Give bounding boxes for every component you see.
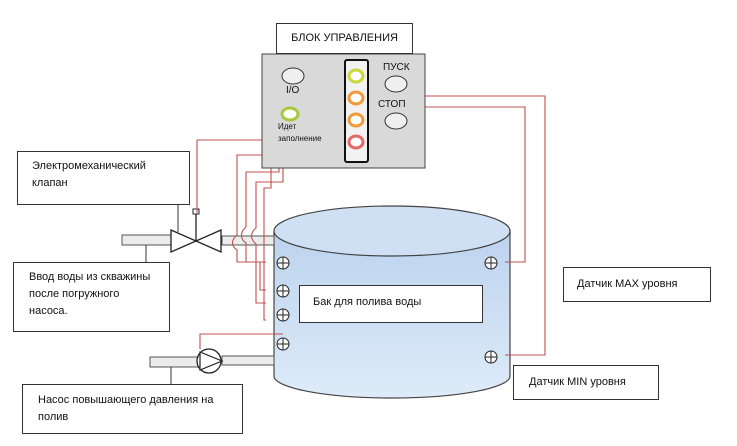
sensor-max-label: Датчик MAX уровня [563,267,711,302]
power-button [281,67,305,85]
indicator-lamp-3-icon [347,112,365,128]
booster-pump-icon [196,348,224,374]
valve-label: Электромеханический клапан [17,151,190,205]
sensor-3-icon [276,308,290,322]
control-wires [196,95,546,356]
sensor-1-icon [276,256,290,270]
sensor-4-icon [276,337,290,351]
water-input-label: Ввод воды из скважины после погружного н… [13,262,170,332]
tank-sensors [276,256,498,364]
electromechanical-valve-icon [170,208,222,253]
power-button-label: I/O [286,85,300,96]
filling-indicator-icon [280,106,300,122]
filling-label: Идет заполнение [278,122,322,143]
sensor-max-icon [484,256,498,270]
start-button [384,75,408,93]
control-panel [261,53,426,169]
stop-button-label: СТОП [378,99,406,110]
tank-label: Бак для полива воды [299,285,483,323]
sensor-min-label: Датчик MIN уровня [513,365,659,400]
start-button-label: ПУСК [383,62,410,73]
stop-button [384,112,408,130]
sensor-2-icon [276,284,290,298]
sensor-min-icon [484,350,498,364]
pump-label: Насос повышающего давления на полив [22,384,243,434]
indicator-lamp-4-icon [347,134,365,150]
indicator-lamp-2-icon [347,90,365,106]
indicator-lamp-1-icon [347,68,365,84]
control-unit-title: БЛОК УПРАВЛЕНИЯ [276,23,413,54]
callout-lines [145,205,179,384]
